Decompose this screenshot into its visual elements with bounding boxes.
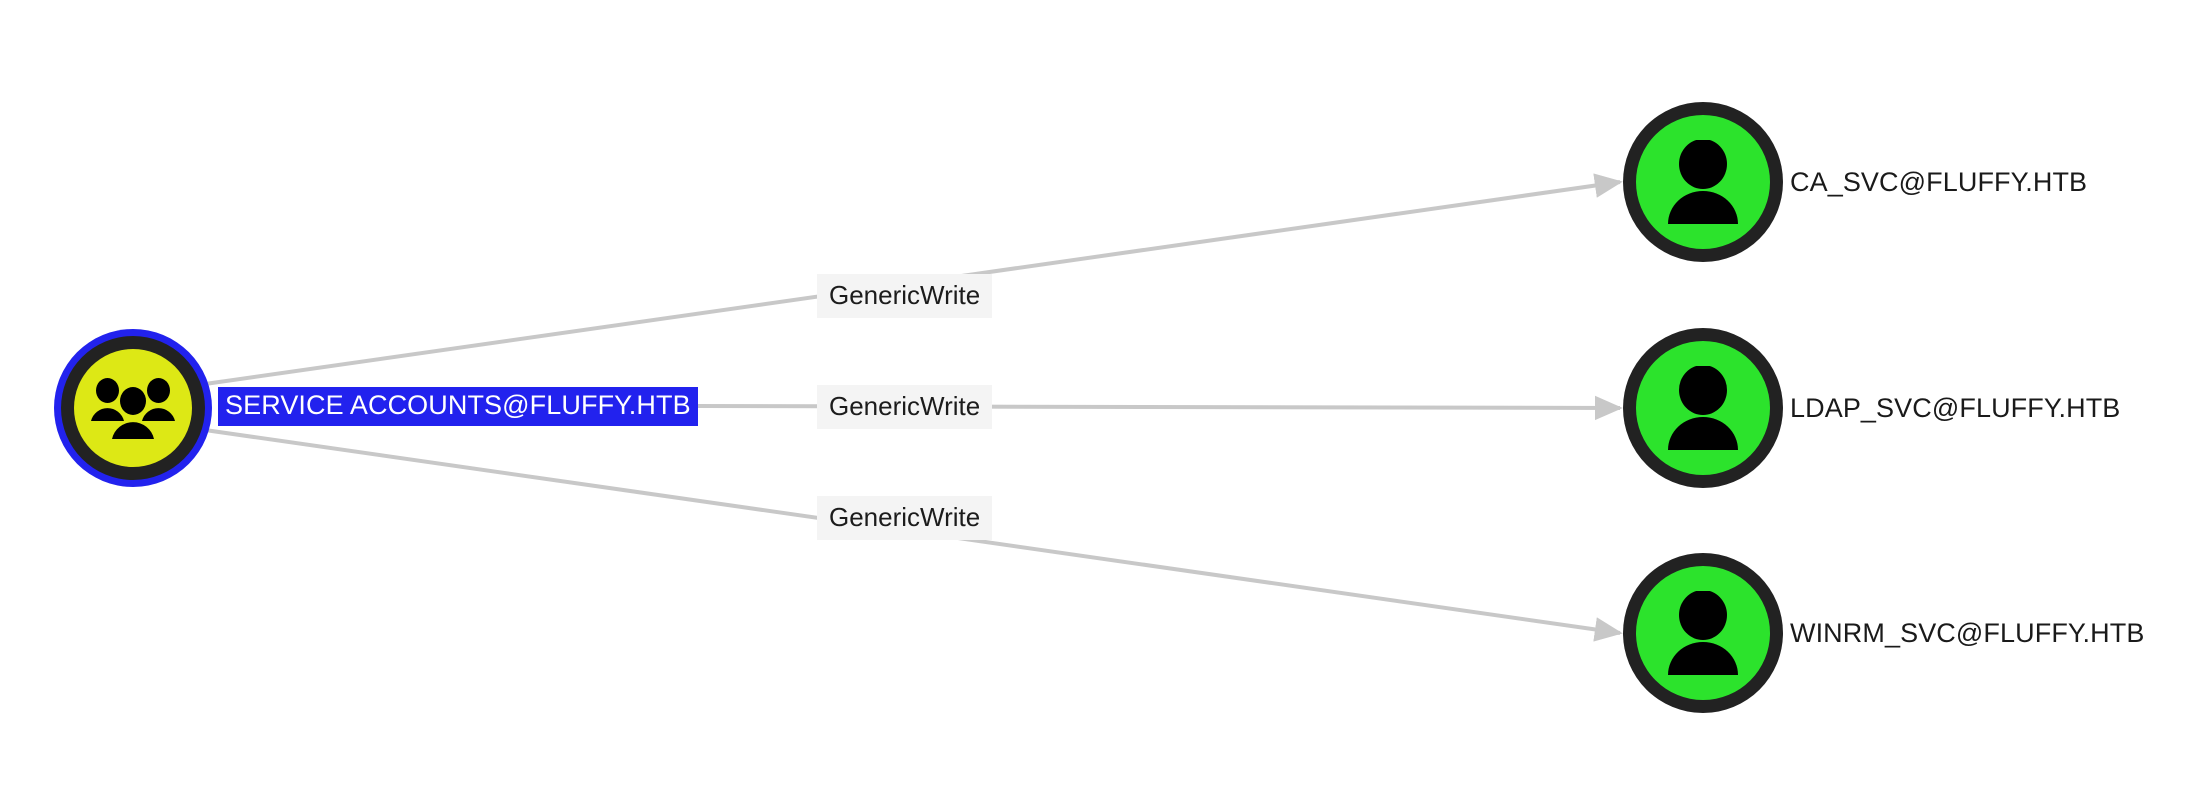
node-winrm-svc[interactable]: [1623, 553, 1783, 713]
edge-label-generic-write-ldap[interactable]: GenericWrite: [817, 385, 993, 429]
edge-label-generic-write-ca[interactable]: GenericWrite: [817, 274, 993, 318]
node-caption-service-accounts[interactable]: SERVICE ACCOUNTS@FLUFFY.HTB: [218, 387, 698, 426]
user-person-icon: [1668, 591, 1738, 675]
node-ldap-svc[interactable]: [1623, 328, 1783, 488]
user-person-icon: [1668, 140, 1738, 224]
node-caption-ca-svc[interactable]: CA_SVC@FLUFFY.HTB: [1790, 167, 2088, 197]
user-person-icon: [1668, 366, 1738, 450]
node-caption-ldap-svc[interactable]: LDAP_SVC@FLUFFY.HTB: [1790, 393, 2121, 423]
group-users-icon: [91, 378, 175, 439]
edge-label-generic-write-winrm[interactable]: GenericWrite: [817, 496, 993, 540]
node-ca-svc[interactable]: [1623, 102, 1783, 262]
node-caption-winrm-svc[interactable]: WINRM_SVC@FLUFFY.HTB: [1790, 618, 2145, 648]
node-service-accounts[interactable]: [61, 336, 205, 480]
